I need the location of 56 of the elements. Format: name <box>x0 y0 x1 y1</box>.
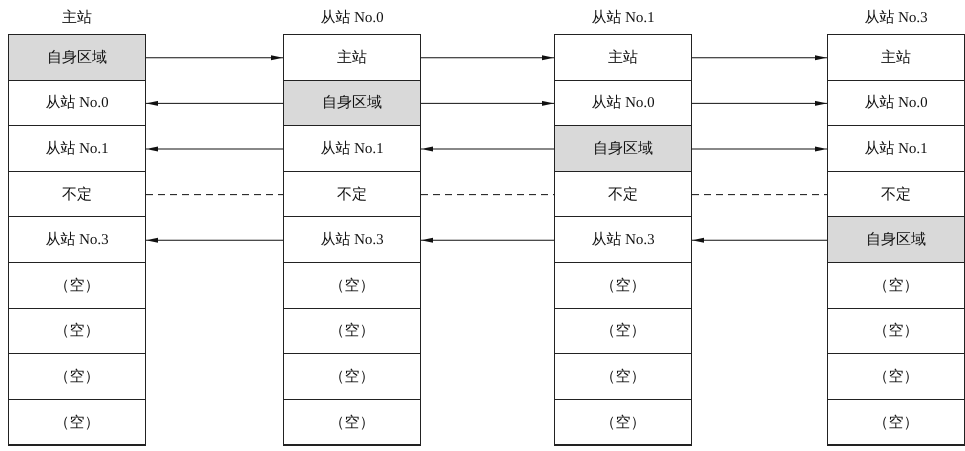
arrow <box>692 146 828 152</box>
memory-cell: 自身区域 <box>9 35 145 81</box>
arrow <box>420 100 554 106</box>
memory-cell: 从站 No.3 <box>555 217 691 263</box>
dashed-line <box>692 194 828 196</box>
arrow <box>692 55 828 60</box>
memory-cell: （空） <box>9 400 145 446</box>
memory-cell: （空） <box>828 400 964 446</box>
memory-cell: （空） <box>9 308 145 354</box>
memory-cell: （空） <box>555 354 691 400</box>
arrow <box>420 238 554 243</box>
memory-column <box>554 34 692 446</box>
arrow <box>420 146 554 152</box>
memory-cell: 从站 No.1 <box>284 126 420 172</box>
memory-cell: （空） <box>284 354 420 400</box>
memory-cell: 不定 <box>555 172 691 218</box>
arrow <box>146 100 284 106</box>
memory-cell: 从站 No.3 <box>284 217 420 263</box>
memory-cell: 主站 <box>828 35 964 81</box>
memory-cell: 主站 <box>555 35 691 81</box>
memory-cell: （空） <box>284 400 420 446</box>
memory-cell: （空） <box>828 308 964 354</box>
memory-column <box>283 34 421 446</box>
arrow <box>146 238 284 243</box>
memory-cell: （空） <box>828 354 964 400</box>
arrow <box>692 238 828 243</box>
arrow <box>146 55 284 60</box>
column-heading: 从站 No.3 <box>864 10 928 26</box>
arrow <box>420 55 554 60</box>
column-heading: 从站 No.0 <box>320 10 384 26</box>
memory-cell: （空） <box>555 308 691 354</box>
memory-cell: （空） <box>555 263 691 309</box>
arrow <box>146 146 284 152</box>
memory-cell: 从站 No.1 <box>828 126 964 172</box>
memory-cell: 自身区域 <box>284 80 420 126</box>
memory-cell: （空） <box>555 400 691 446</box>
memory-cell: （空） <box>828 263 964 309</box>
memory-cell: 不定 <box>284 172 420 218</box>
memory-cell: （空） <box>284 308 420 354</box>
memory-cell: 自身区域 <box>828 217 964 263</box>
memory-cell: 不定 <box>9 172 145 218</box>
memory-cell: 从站 No.0 <box>828 80 964 126</box>
memory-cell: （空） <box>9 263 145 309</box>
memory-cell: 从站 No.0 <box>9 80 145 126</box>
memory-cell: （空） <box>9 354 145 400</box>
memory-cell: 从站 No.1 <box>9 126 145 172</box>
memory-cell: （空） <box>284 263 420 309</box>
memory-column <box>8 34 146 446</box>
column-heading: 从站 No.1 <box>591 10 655 26</box>
memory-cell: 从站 No.3 <box>9 217 145 263</box>
memory-cell: 自身区域 <box>555 126 691 172</box>
arrow <box>692 100 828 106</box>
memory-column <box>827 34 965 446</box>
dashed-line <box>146 194 284 196</box>
column-heading: 主站 <box>62 10 92 26</box>
dashed-line <box>420 194 554 196</box>
